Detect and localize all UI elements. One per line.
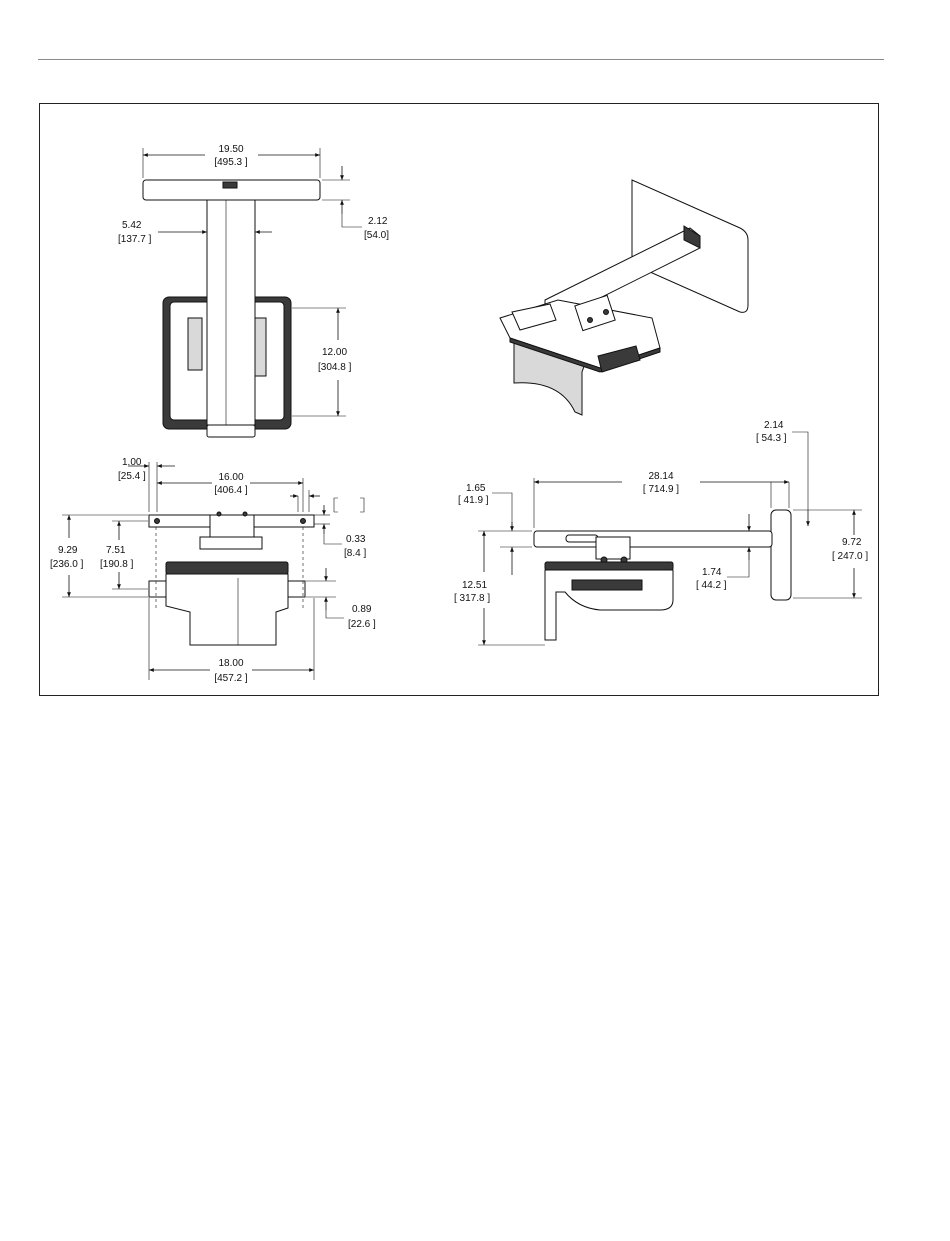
control-panel xyxy=(188,318,202,370)
leader-line xyxy=(326,610,344,618)
dim-wall-plate-height-in: 9.72 xyxy=(842,537,862,548)
dim-overall-height-in: 9.29 xyxy=(58,545,78,556)
dim-projector-depth-in: 12.00 xyxy=(322,347,347,358)
dim-hole-spacing-in: 16.00 xyxy=(218,472,243,483)
dim-plate-thickness-mm: [ 54.3 ] xyxy=(756,433,787,444)
dim-edge-offset-in: 1.00 xyxy=(122,457,142,468)
bolt-iso xyxy=(604,310,609,315)
mounting-hole xyxy=(155,519,160,524)
dim-width-in: 19.50 xyxy=(218,144,243,155)
dim-bracket-depth-in: 2.12 xyxy=(368,216,388,227)
dim-hole-spacing-mm: [406.4 ] xyxy=(214,485,248,496)
dim-projector-drop-mm: [ 317.8 ] xyxy=(454,593,490,604)
blank-bracket-right xyxy=(360,498,364,512)
isometric-view xyxy=(500,180,748,415)
arm-end-cap xyxy=(207,425,255,437)
dim-flange-width-in: 0.89 xyxy=(352,604,372,615)
leader-line xyxy=(792,432,808,510)
arm-slot xyxy=(566,535,598,542)
flange-right xyxy=(288,581,305,597)
dim-arm-height-in: 1.74 xyxy=(702,567,722,578)
wall-plate-side xyxy=(771,510,791,600)
dim-arm-offset-mm: [ 41.9 ] xyxy=(458,495,489,506)
dim-width-mm: [495.3 ] xyxy=(214,157,248,168)
projector-label-side xyxy=(572,580,642,590)
dim-projector-depth-mm: [304.8 ] xyxy=(318,362,352,373)
dim-column-offset-in: 5.42 xyxy=(122,220,142,231)
dim-slot-width-in: 0.33 xyxy=(346,534,366,545)
dim-plate-thickness-in: 2.14 xyxy=(764,420,784,431)
dim-max-extension-mm: [ 714.9 ] xyxy=(643,484,679,495)
front-view: 1.00 [25.4 ] 16.00 [406.4 ] 9.29 [236.0 … xyxy=(50,457,376,684)
plate-fastener xyxy=(223,182,237,188)
dim-arm-height-mm: [ 44.2 ] xyxy=(696,580,727,591)
adapter-plate xyxy=(200,537,262,549)
projector-top-front xyxy=(166,562,288,574)
dim-column-offset-mm: [137.7 ] xyxy=(118,234,152,245)
dim-hole-height-mm: [190.8 ] xyxy=(100,559,134,570)
dim-hole-height-in: 7.51 xyxy=(106,545,126,556)
blank-bracket-left xyxy=(334,498,338,512)
bolt xyxy=(243,512,247,516)
bolt-iso xyxy=(588,318,593,323)
dim-flange-width-mm: [22.6 ] xyxy=(348,619,376,630)
dim-overall-width-in: 18.00 xyxy=(218,658,243,669)
flange-left xyxy=(149,581,166,597)
leader-line xyxy=(324,534,342,544)
dim-overall-height-mm: [236.0 ] xyxy=(50,559,84,570)
projector-body-front xyxy=(166,574,288,645)
dim-edge-offset-mm: [25.4 ] xyxy=(118,471,146,482)
leader-line xyxy=(492,493,512,531)
arm-column-top xyxy=(207,200,255,425)
leader-line xyxy=(727,560,749,577)
dim-slot-width-mm: [8.4 ] xyxy=(344,548,366,559)
dim-bracket-depth-mm: [54.0] xyxy=(364,230,389,241)
dim-wall-plate-height-mm: [ 247.0 ] xyxy=(832,551,868,562)
bolt xyxy=(217,512,221,516)
dim-overall-width-mm: [457.2 ] xyxy=(214,673,248,684)
mounting-hole xyxy=(301,519,306,524)
top-view: 19.50 [495.3 ] 5.42 [137.7 ] 2.12 [54.0]… xyxy=(118,144,389,437)
adapter-side xyxy=(596,537,630,559)
leader-line xyxy=(342,214,362,227)
side-view: 2.14 [ 54.3 ] 28.14 [ 714.9 ] 1.65 [ 41.… xyxy=(454,420,868,645)
dim-projector-drop-in: 12.51 xyxy=(462,580,487,591)
adapter-bracket xyxy=(210,515,254,537)
dim-arm-offset-in: 1.65 xyxy=(466,483,486,494)
projector-top-side xyxy=(545,562,673,570)
dim-max-extension-in: 28.14 xyxy=(648,471,673,482)
